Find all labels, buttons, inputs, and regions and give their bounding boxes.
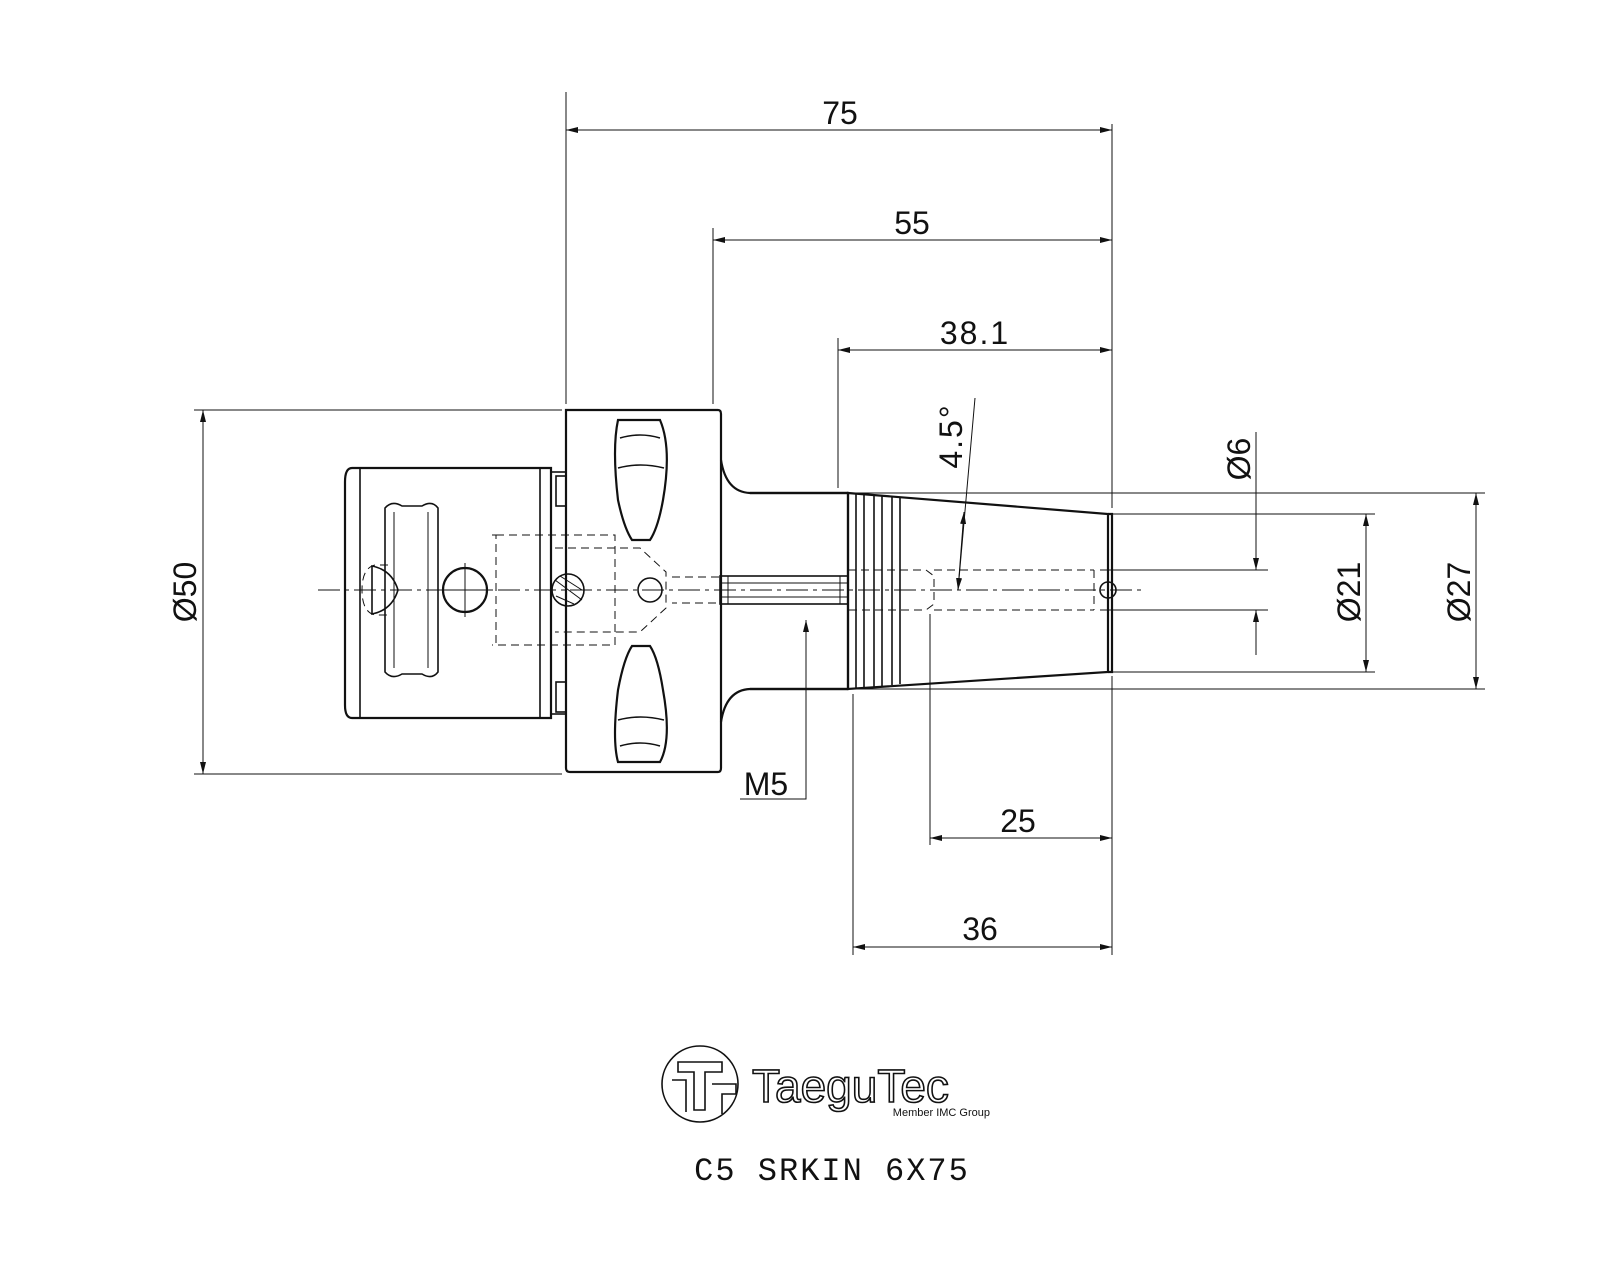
dim-taper-diameter: Ø27 — [1441, 562, 1477, 622]
dim-clamp-length: 36 — [962, 911, 998, 947]
nose-end — [1108, 512, 1114, 674]
dim-thread: M5 — [744, 766, 788, 802]
flange — [564, 408, 723, 774]
neck-fillet — [719, 459, 850, 723]
taegutec-logo: TaeguTec Member IMC Group — [661, 1045, 990, 1123]
collet-groove-top — [384, 502, 439, 678]
tool-holder-outline — [318, 408, 1145, 774]
flange-slot-lower — [613, 644, 668, 764]
ball-detail-left — [371, 565, 399, 615]
flange-slot-upper — [613, 418, 668, 542]
dim-bore-diameter: Ø6 — [1221, 438, 1257, 481]
bore-hidden — [848, 569, 935, 611]
dim-shank-length: 55 — [894, 205, 930, 241]
bore-end-ball — [1099, 581, 1117, 599]
logo-wordmark: TaeguTec — [752, 1060, 949, 1112]
dim-flange-diameter: Ø50 — [167, 562, 203, 622]
dim-taper-angle: 4.5° — [933, 403, 969, 468]
dimension-labels: 75 55 38.1 25 36 M5 Ø50 Ø27 Ø21 Ø6 4.5° — [167, 95, 1477, 947]
dim-overall-length: 75 — [822, 95, 858, 131]
dimension-lines — [194, 92, 1485, 955]
part-code: C5 SRKIN 6X75 — [694, 1153, 970, 1190]
dim-bore-depth: 25 — [1000, 803, 1036, 839]
taper-shank — [846, 491, 1110, 691]
logo-emblem-icon — [661, 1045, 739, 1123]
dim-nose-diameter: Ø21 — [1331, 562, 1367, 622]
collet-body — [343, 466, 553, 720]
logo-tagline: Member IMC Group — [893, 1107, 990, 1119]
m5-leader — [740, 620, 809, 800]
inner-ball — [551, 573, 585, 607]
dim-taper-length: 38.1 — [940, 315, 1010, 351]
